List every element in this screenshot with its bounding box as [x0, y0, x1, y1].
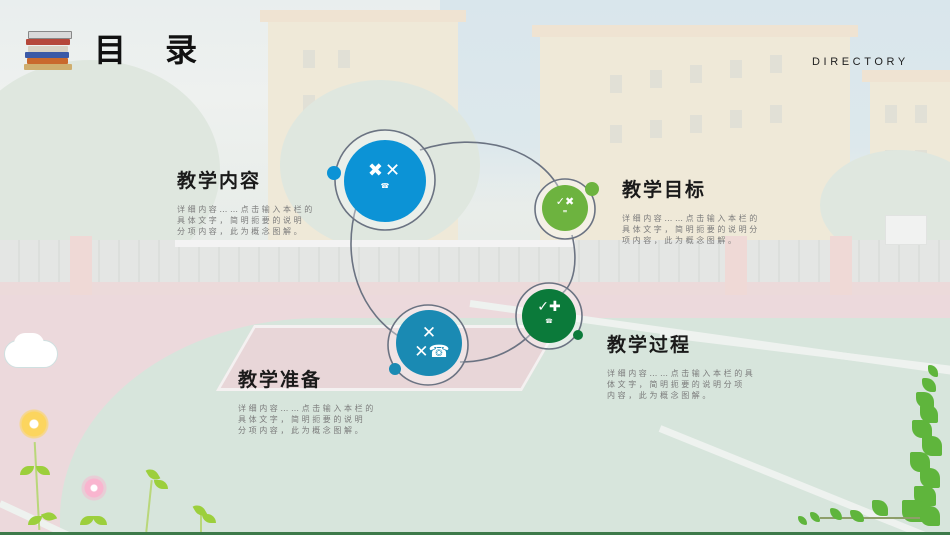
- desc-line: 具体文字，简明扼要的说明: [177, 216, 305, 225]
- node-preparation-icons: ✕: [421, 323, 437, 343]
- node-content-icons: ✖✕: [367, 160, 403, 181]
- volleyball-net: [175, 240, 575, 247]
- desc-line: 项内容，此为概念图解。: [622, 236, 739, 245]
- bottom-rule: [0, 532, 950, 535]
- item-desc-goal: 详细内容……点击输入本栏的 具体文字，简明扼要的说明分 项内容，此为概念图解。: [622, 213, 760, 246]
- desc-line: 详细内容……点击输入本栏的: [238, 404, 376, 413]
- item-title-content: 教学内容: [177, 170, 262, 192]
- desc-line: 分项内容，此为概念图解。: [177, 227, 305, 236]
- node-content[interactable]: ✖✕ ☎: [355, 162, 415, 190]
- desc-line: 具体文字，简明扼要的说明: [238, 415, 366, 424]
- desc-line: 分项内容，此为概念图解。: [238, 426, 366, 435]
- building-center: [532, 25, 858, 245]
- phone-icon: ☎: [380, 182, 390, 190]
- pillar: [830, 236, 852, 300]
- pillar: [70, 236, 92, 300]
- item-desc-content: 详细内容……点击输入本栏的 具体文字，简明扼要的说明 分项内容，此为概念图解。: [177, 204, 315, 237]
- desc-line: 体文字，简明扼要的说明分项: [607, 380, 745, 389]
- books-icon: [24, 31, 74, 70]
- phone-icon: ☎: [545, 318, 553, 325]
- node-preparation-sub: ✕☎: [414, 342, 450, 362]
- item-title-goal: 教学目标: [622, 179, 707, 201]
- item-title-preparation: 教学准备: [238, 369, 323, 391]
- page-subtitle: DIRECTORY: [812, 56, 909, 68]
- item-desc-preparation: 详细内容……点击输入本栏的 具体文字，简明扼要的说明 分项内容，此为概念图解。: [238, 403, 376, 436]
- desc-line: 详细内容……点击输入本栏的: [177, 205, 315, 214]
- item-desc-process: 详细内容……点击输入本栏的具 体文字，简明扼要的说明分项 内容，此为概念图解。: [607, 368, 755, 401]
- desc-line: 详细内容……点击输入本栏的: [622, 214, 760, 223]
- desc-line: 具体文字，简明扼要的说明分: [622, 225, 760, 234]
- page-title: 目 录: [94, 31, 212, 69]
- node-process-icons: ✓✚: [537, 299, 561, 315]
- pillar: [725, 236, 747, 300]
- node-process[interactable]: ✓✚ ☎: [529, 300, 569, 325]
- node-goal-icons: ✓✖: [555, 195, 575, 208]
- node-goal[interactable]: ✓✖ =: [545, 196, 585, 215]
- item-title-process: 教学过程: [607, 334, 692, 356]
- node-preparation[interactable]: ✕ ✕☎: [404, 325, 454, 361]
- basketball-hoop: [885, 215, 927, 245]
- desc-line: 内容，此为概念图解。: [607, 391, 713, 400]
- equals-icon: =: [562, 208, 568, 215]
- desc-line: 详细内容……点击输入本栏的具: [607, 369, 756, 378]
